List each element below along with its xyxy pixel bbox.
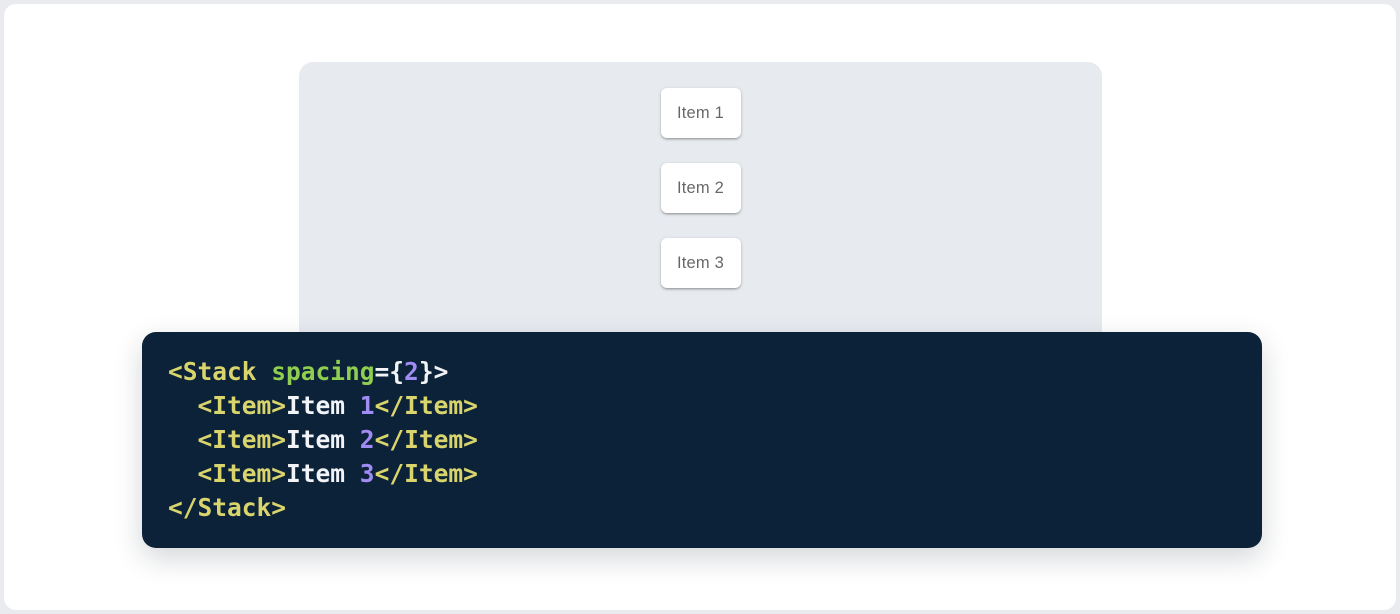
code-line: <Item>Item 2</Item>	[168, 423, 1236, 457]
stack-item-label: Item 2	[676, 178, 725, 197]
stack-item-label: Item 3	[676, 253, 725, 272]
code-token-tag: </Item>	[374, 459, 478, 488]
code-token-plain: Item	[286, 425, 360, 454]
code-token-plain	[168, 391, 198, 420]
code-token-num: 1	[359, 391, 375, 420]
code-token-tag: </Item>	[374, 425, 478, 454]
stack-item: Item 3	[660, 238, 741, 288]
code-token-num: 2	[404, 357, 419, 386]
code-line: </Stack>	[168, 491, 1236, 525]
code-token-num: 3	[359, 459, 375, 488]
code-token-plain: }>	[418, 357, 449, 386]
code-token-tag: <Stack	[168, 357, 272, 386]
code-token-plain: ={	[374, 357, 405, 386]
code-token-plain	[168, 459, 198, 488]
code-token-tag: </Item>	[374, 391, 478, 420]
stack-item: Item 1	[660, 88, 741, 138]
stack-item: Item 2	[660, 163, 741, 213]
stack-demo-panel: Item 1 Item 2 Item 3	[299, 62, 1102, 362]
code-token-num: 2	[359, 425, 375, 454]
code-token-tag: <Item>	[197, 425, 287, 454]
code-token-tag: <Item>	[197, 459, 287, 488]
code-line: <Item>Item 3</Item>	[168, 457, 1236, 491]
code-token-plain: Item	[286, 459, 360, 488]
code-token-tag: <Item>	[197, 391, 287, 420]
code-content: <Stack spacing={2}> <Item>Item 1</Item> …	[168, 355, 1236, 525]
code-block: <Stack spacing={2}> <Item>Item 1</Item> …	[142, 332, 1262, 548]
code-line: <Item>Item 1</Item>	[168, 389, 1236, 423]
code-token-plain	[168, 425, 198, 454]
stack-item-label: Item 1	[676, 103, 725, 122]
page-card: Item 1 Item 2 Item 3 <Stack spacing={2}>…	[4, 4, 1396, 610]
code-token-tag: </Stack>	[168, 493, 287, 522]
code-token-attr: spacing	[271, 357, 375, 386]
code-token-plain: Item	[286, 391, 360, 420]
code-line: <Stack spacing={2}>	[168, 355, 1236, 389]
